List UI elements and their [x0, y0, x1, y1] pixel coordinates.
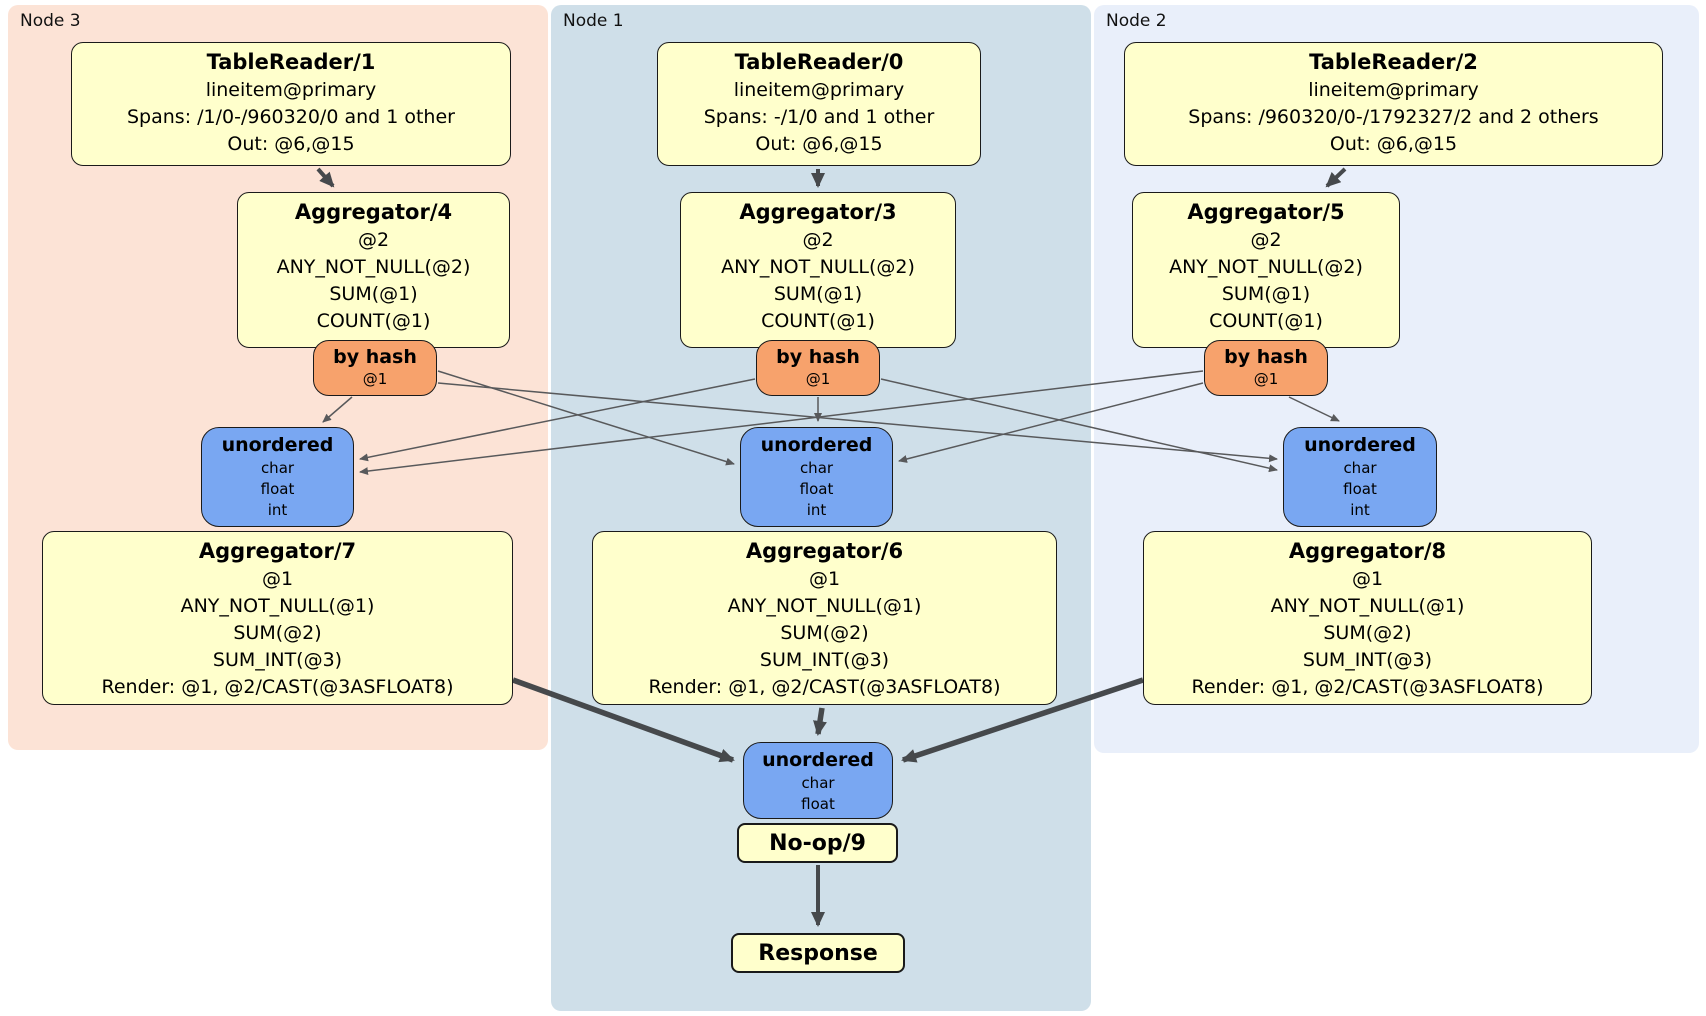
tablereader-2-title: TableReader/2 — [1309, 50, 1478, 74]
edge-hash2-uo2 — [1288, 396, 1340, 422]
unordered-sync-title: unordered — [760, 434, 873, 456]
aggregator-4-node: Aggregator/4 @2 ANY_NOT_NULL(@2) SUM(@1)… — [237, 192, 510, 348]
tablereader-2-node: TableReader/2 lineitem@primary Spans: /9… — [1124, 42, 1663, 166]
hash-router-title: by hash — [333, 346, 417, 368]
unordered-sync-title: unordered — [1304, 434, 1416, 456]
response-node: Response — [731, 933, 905, 973]
unordered-sync-title: unordered — [221, 434, 334, 456]
hash-router-node3: by hash @1 — [313, 340, 437, 396]
unordered-sync-node1: unordered char float int — [740, 427, 893, 527]
tablereader-0-node: TableReader/0 lineitem@primary Spans: -/… — [657, 42, 981, 166]
region-node3-label: Node 3 — [20, 11, 81, 31]
unordered-sync-node3: unordered char float int — [201, 427, 354, 527]
aggregator-7-node: Aggregator/7 @1 ANY_NOT_NULL(@1) SUM(@2)… — [42, 531, 513, 705]
hash-router-node2: by hash @1 — [1204, 340, 1328, 396]
aggregator-8-node: Aggregator/8 @1 ANY_NOT_NULL(@1) SUM(@2)… — [1143, 531, 1592, 705]
aggregator-3-title: Aggregator/3 — [739, 200, 897, 224]
hash-router-title: by hash — [776, 346, 860, 368]
edge-hash3-uo2 — [437, 382, 1278, 463]
edge-agg6-unordered — [813, 707, 827, 736]
region-node1-label: Node 1 — [563, 11, 624, 31]
edge-agg8-unordered — [901, 677, 1144, 763]
aggregator-6-title: Aggregator/6 — [745, 539, 904, 563]
noop-node: No-op/9 — [737, 823, 898, 863]
unordered-sync-title: unordered — [762, 749, 874, 771]
aggregator-4-title: Aggregator/4 — [294, 200, 453, 224]
response-title: Response — [758, 941, 878, 966]
edge-tr2-agg5 — [1325, 167, 1347, 188]
edge-hash2-uo1 — [898, 382, 1204, 463]
aggregator-5-node: Aggregator/5 @2 ANY_NOT_NULL(@2) SUM(@1)… — [1132, 192, 1400, 348]
tablereader-0-title: TableReader/0 — [734, 50, 904, 74]
tablereader-1-title: TableReader/1 — [206, 50, 376, 74]
edge-hash3-uo1 — [437, 370, 735, 466]
edge-hash1-uo2 — [880, 378, 1278, 473]
edge-agg7-unordered — [512, 677, 735, 763]
noop-title: No-op/9 — [769, 831, 866, 856]
aggregator-3-node: Aggregator/3 @2 ANY_NOT_NULL(@2) SUM(@1)… — [680, 192, 956, 348]
tablereader-1-node: TableReader/1 lineitem@primary Spans: /1… — [71, 42, 511, 166]
hash-router-title: by hash — [1224, 346, 1308, 368]
aggregator-7-title: Aggregator/7 — [198, 539, 357, 563]
aggregator-8-title: Aggregator/8 — [1288, 539, 1447, 563]
edge-tr1-agg4 — [316, 167, 335, 188]
edge-hash1-uo3 — [359, 378, 756, 462]
hash-router-node1: by hash @1 — [756, 340, 880, 396]
region-node2-label: Node 2 — [1106, 11, 1167, 31]
unordered-sync-node2: unordered char float int — [1283, 427, 1437, 527]
edge-hash2-uo3 — [359, 370, 1204, 476]
edge-hash3-uo3 — [322, 396, 353, 423]
unordered-sync-final: unordered char float — [743, 742, 893, 819]
aggregator-5-title: Aggregator/5 — [1187, 200, 1345, 224]
aggregator-6-node: Aggregator/6 @1 ANY_NOT_NULL(@1) SUM(@2)… — [592, 531, 1057, 705]
